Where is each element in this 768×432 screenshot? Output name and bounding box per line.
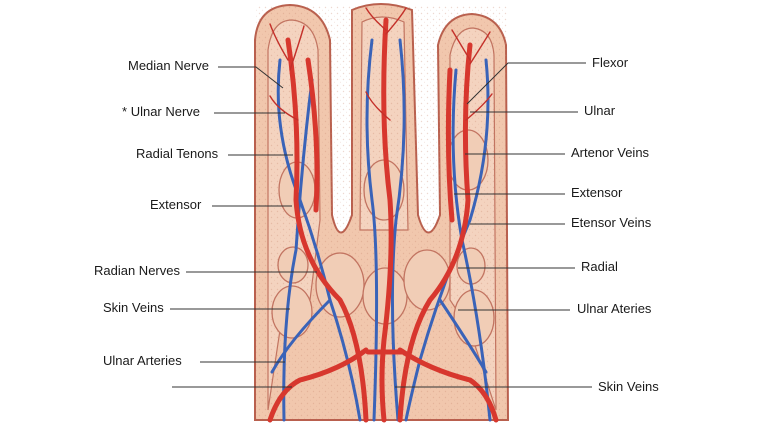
label-text: Radial <box>581 259 618 274</box>
label-radial-tenons: Radial Tenons <box>136 146 218 162</box>
label-text: Radial Tenons <box>136 146 219 161</box>
label-artenor-veins: Artenor Veins <box>571 145 649 161</box>
label-etensor-veins: Etensor Veins <box>571 215 651 231</box>
label-text: Ulnar Arteries <box>103 353 182 368</box>
label-skin-veins-left: Skin Veins <box>103 300 164 316</box>
label-text: Extensor <box>150 197 202 212</box>
label-flexor: Flexor <box>592 55 628 71</box>
leader-median-nerve <box>218 66 284 89</box>
label-median-nerve: Median Nerve <box>128 58 209 74</box>
label-extensor-right: Extensor <box>571 185 622 201</box>
label-text: Ulnar Ateries <box>577 301 652 316</box>
label-marker: * <box>122 104 128 119</box>
label-text: Ulnar Nerve <box>130 104 201 119</box>
label-text: Radian Nerves <box>94 263 180 278</box>
leader-flexor <box>466 62 586 105</box>
tendon-pads <box>271 129 495 347</box>
label-skin-veins-right: Skin Veins <box>598 379 659 395</box>
label-text: Skin Veins <box>598 379 659 394</box>
label-extensor-left: Extensor <box>150 197 201 213</box>
label-ulnar-nerve: * Ulnar Nerve <box>122 104 200 120</box>
label-ulnar-ateries: Ulnar Ateries <box>577 301 651 317</box>
arteries <box>267 17 499 423</box>
label-radial: Radial <box>581 259 618 275</box>
label-ulnar-right: Ulnar <box>584 103 615 119</box>
label-text: Extensor <box>571 185 623 200</box>
label-text: Ulnar <box>584 103 616 118</box>
label-text: Median Nerve <box>128 58 209 73</box>
label-text: Flexor <box>592 55 629 70</box>
label-ulnar-arteries-left: Ulnar Arteries <box>103 353 182 369</box>
label-text: Etensor Veins <box>571 215 652 230</box>
label-text: Artenor Veins <box>571 145 650 160</box>
label-text: Skin Veins <box>103 300 164 315</box>
label-radian-nerves: Radian Nerves <box>94 263 180 279</box>
artery-branches <box>269 7 493 121</box>
